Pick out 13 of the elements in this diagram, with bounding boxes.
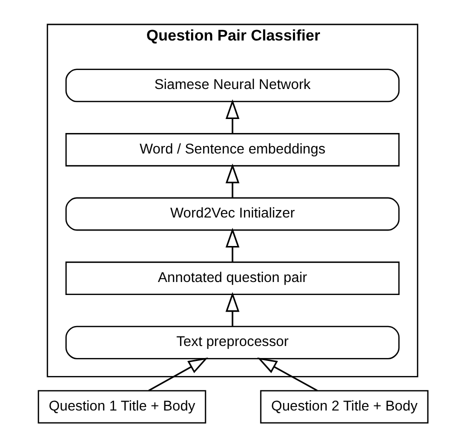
node-box: Word / Sentence embeddings bbox=[64, 132, 400, 166]
arrow bbox=[225, 292, 239, 326]
arrow bbox=[148, 356, 208, 391]
node-box: Siamese Neural Network bbox=[64, 68, 400, 102]
node-box: Word2Vec Initializer bbox=[64, 196, 400, 230]
arrow bbox=[225, 162, 239, 198]
arrow bbox=[225, 227, 239, 262]
node-box: Annotated question pair bbox=[64, 261, 400, 294]
node-box: Question 2 Title + Body bbox=[260, 390, 428, 423]
arrow bbox=[225, 98, 239, 134]
node-box: Question 1 Title + Body bbox=[37, 390, 206, 423]
arrow bbox=[256, 356, 318, 391]
node-box: Text preprocessor bbox=[64, 325, 400, 359]
